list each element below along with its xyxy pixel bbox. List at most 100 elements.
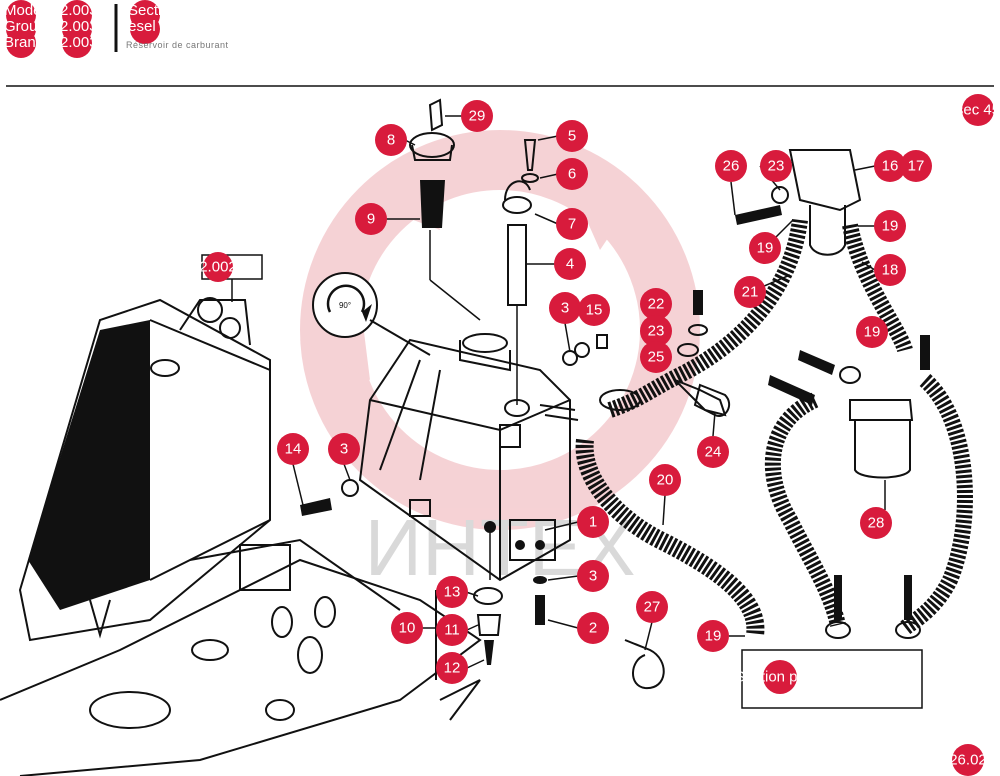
callout-17[interactable]: 17: [900, 150, 932, 182]
svg-text:18: 18: [882, 262, 899, 279]
callout-23b[interactable]: 23: [760, 150, 792, 182]
svg-text:5: 5: [568, 128, 576, 145]
callout-27[interactable]: 27: [636, 591, 668, 623]
fuel-filter: [768, 335, 930, 510]
svg-text:27: 27: [644, 599, 661, 616]
svg-text:9: 9: [367, 211, 375, 228]
drain-plug: [435, 521, 547, 680]
svg-text:19: 19: [757, 240, 774, 257]
callout-1[interactable]: 1: [577, 506, 609, 538]
svg-text:14: 14: [285, 441, 302, 458]
svg-text:17: 17: [908, 158, 925, 175]
svg-text:26: 26: [723, 158, 740, 175]
callout-13[interactable]: 13: [436, 576, 468, 608]
callout-19d[interactable]: 19: [856, 316, 888, 348]
fuel-hoses: [575, 218, 973, 637]
ref-box-label: 2.002: [199, 259, 237, 276]
callout-25[interactable]: 25: [640, 341, 672, 373]
header-line-1-a: Model: [4, 2, 45, 19]
svg-text:21: 21: [742, 284, 759, 301]
header-line-1-c: Section: [128, 2, 179, 19]
header-subtitle: Réservoir de carburant: [126, 40, 229, 50]
fuel-tank: [358, 333, 579, 582]
bottom-ref-box-label: Section piece: [735, 669, 825, 686]
svg-text:16: 16: [882, 158, 899, 175]
svg-text:3: 3: [589, 568, 597, 585]
svg-text:23: 23: [648, 323, 665, 340]
rotation-label: 90°: [339, 301, 351, 310]
ref-bottom-right[interactable]: 26.02: [949, 744, 987, 776]
svg-text:3: 3: [340, 441, 348, 458]
callout-10[interactable]: 10: [391, 612, 423, 644]
callout-20[interactable]: 20: [649, 464, 681, 496]
header-line-3-b: 2.003: [60, 34, 98, 51]
callout-14[interactable]: 14: [277, 433, 309, 465]
callout-8[interactable]: 8: [375, 124, 407, 156]
callout-18[interactable]: 18: [874, 254, 906, 286]
callout-28[interactable]: 28: [860, 507, 892, 539]
callout-23a[interactable]: 23: [640, 315, 672, 347]
callout-9[interactable]: 9: [355, 203, 387, 235]
callout-19b[interactable]: 19: [874, 210, 906, 242]
callout-29[interactable]: 29: [461, 100, 493, 132]
callout-3c[interactable]: 3: [577, 560, 609, 592]
callout-15[interactable]: 15: [578, 294, 610, 326]
callout-19c[interactable]: 19: [749, 232, 781, 264]
svg-text:13: 13: [444, 584, 461, 601]
svg-text:25: 25: [648, 349, 665, 366]
svg-text:12: 12: [444, 660, 461, 677]
svg-text:11: 11: [444, 622, 460, 639]
mount-bolt-left: [300, 479, 359, 516]
svg-text:20: 20: [657, 472, 674, 489]
svg-text:sec 45: sec 45: [956, 102, 1000, 119]
callout-21[interactable]: 21: [734, 276, 766, 308]
callout-3a[interactable]: 3: [549, 292, 581, 324]
header-marker: [130, 14, 160, 44]
callouts: 29 8 5 6 7 4 9 3 15 22 23 25 24 14 3 1 3…: [277, 100, 932, 684]
callout-24[interactable]: 24: [697, 436, 729, 468]
svg-text:28: 28: [868, 515, 885, 532]
callout-2[interactable]: 2: [577, 612, 609, 644]
svg-text:4: 4: [566, 256, 574, 273]
leader-lines: [292, 115, 876, 669]
svg-text:26.02: 26.02: [949, 752, 987, 769]
machine-body: [0, 297, 482, 776]
svg-text:3: 3: [561, 300, 569, 317]
svg-text:24: 24: [705, 444, 722, 461]
callout-19a[interactable]: 19: [697, 620, 729, 652]
svg-text:29: 29: [469, 108, 486, 125]
callout-11[interactable]: 11: [436, 614, 468, 646]
svg-text:7: 7: [568, 216, 576, 233]
header-line-2-a: Group: [4, 18, 46, 35]
svg-text:10: 10: [399, 620, 416, 637]
callout-6[interactable]: 6: [556, 158, 588, 190]
ref-box-marker: [203, 252, 233, 282]
svg-text:1: 1: [589, 514, 597, 531]
pre-filter-housing: [735, 149, 862, 256]
callout-22[interactable]: 22: [640, 288, 672, 320]
svg-text:2: 2: [589, 620, 597, 637]
header-marker: [62, 14, 92, 44]
svg-text:6: 6: [568, 166, 576, 183]
svg-text:15: 15: [586, 302, 603, 319]
callout-26[interactable]: 26: [715, 150, 747, 182]
header-line-2-b: 2.003: [60, 18, 98, 35]
header-marker: [6, 14, 36, 44]
svg-text:22: 22: [648, 296, 665, 313]
svg-text:19: 19: [882, 218, 899, 235]
header-line-1-b: 2.003: [60, 2, 98, 19]
callout-16[interactable]: 16: [874, 150, 906, 182]
filler-components: [409, 98, 539, 405]
ref-top-right[interactable]: sec 45: [956, 94, 1000, 126]
callout-5[interactable]: 5: [556, 120, 588, 152]
callout-7[interactable]: 7: [556, 208, 588, 240]
callout-12[interactable]: 12: [436, 652, 468, 684]
callout-4[interactable]: 4: [554, 248, 586, 280]
header-line-2-c: Diesel tank: [114, 18, 189, 35]
svg-text:23: 23: [768, 158, 785, 175]
svg-text:19: 19: [864, 324, 881, 341]
svg-text:8: 8: [387, 132, 395, 149]
callout-3b[interactable]: 3: [328, 433, 360, 465]
